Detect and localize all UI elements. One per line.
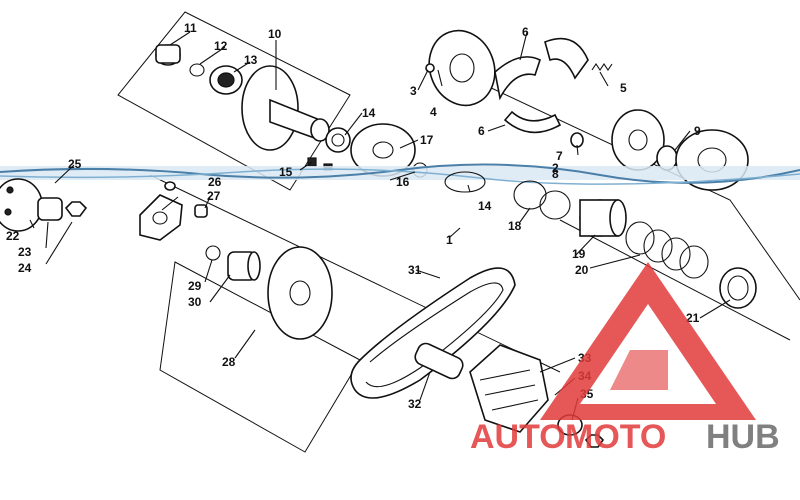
part-label-1: 1: [446, 233, 453, 247]
part-label-14a: 14: [362, 106, 376, 120]
part-label-12: 12: [214, 39, 228, 53]
watermark-auto: AUTO: [470, 418, 566, 456]
splash-band: [0, 163, 800, 185]
part-label-5: 5: [620, 81, 627, 95]
ring-and-spring-group: [444, 171, 757, 309]
part-label-24: 24: [18, 261, 32, 275]
washer-14-upper: [325, 127, 351, 153]
part-label-30: 30: [188, 295, 202, 309]
ring-12: [189, 63, 205, 77]
ring-29: [205, 245, 221, 261]
part-label-10: 10: [268, 27, 282, 41]
fan-assembly: [414, 342, 605, 448]
clutch-shaft-line: [559, 219, 791, 341]
shaft-32: [414, 342, 464, 380]
shoe-6-lower: [503, 110, 562, 134]
hub-7: [570, 132, 584, 148]
carrier-plate: [611, 109, 665, 171]
part-label-17: 17: [420, 133, 434, 147]
fixed-drive-face-group: [155, 44, 428, 178]
part-label-21: 21: [686, 311, 700, 325]
part-label-19: 19: [572, 247, 586, 261]
nut-24: [64, 201, 88, 217]
spider-25: [139, 194, 183, 241]
part-label-18: 18: [508, 219, 522, 233]
watermark-moto: MOTO: [565, 418, 666, 456]
nut-35: [584, 434, 605, 448]
collar-21: [719, 267, 757, 309]
part-label-4: 4: [430, 105, 437, 119]
triangle-logo-icon: [540, 262, 756, 420]
part-labels: 1 2 3 4 5 6 6 7 8 9 10 11 12 13 14 14 15…: [6, 21, 701, 411]
fixed-sheave-frame: [117, 11, 351, 191]
watermark-hub: HUB: [706, 418, 780, 456]
drive-belt-31: [350, 267, 516, 399]
part-label-8: 8: [552, 167, 559, 181]
part-label-20: 20: [575, 263, 589, 277]
part-label-14b: 14: [478, 199, 492, 213]
part-label-25: 25: [68, 157, 82, 171]
shoe-6-upper: [494, 56, 541, 101]
part-label-27: 27: [207, 189, 221, 203]
spring-5: [591, 63, 613, 71]
automotohub-watermark: AUTO MOTO HUB: [470, 262, 780, 456]
part-label-9: 9: [694, 124, 701, 138]
ring-14-lower: [444, 171, 486, 193]
part-label-2: 2: [552, 161, 559, 175]
movable-sheave: [267, 246, 333, 340]
part-label-15: 15: [279, 165, 293, 179]
movable-sheave-group: [205, 245, 333, 340]
part-label-29: 29: [188, 279, 202, 293]
part-label-22: 22: [6, 229, 20, 243]
shoe-6-right: [544, 37, 589, 80]
part-label-31: 31: [408, 263, 422, 277]
part-label-32: 32: [408, 397, 422, 411]
part-label-16: 16: [396, 175, 410, 189]
spring-20: [625, 221, 655, 255]
fan-33: [469, 344, 549, 433]
part-label-6a: 6: [522, 25, 529, 39]
part-label-28: 28: [222, 355, 236, 369]
part-label-6b: 6: [478, 124, 485, 138]
cover-plate-4: [428, 29, 496, 107]
part-label-23: 23: [18, 245, 32, 259]
part-label-11: 11: [184, 21, 197, 35]
spacer-23: [37, 197, 63, 221]
bushing-11-body: [155, 44, 181, 64]
part-label-7: 7: [556, 149, 563, 163]
part-label-26: 26: [208, 175, 222, 189]
bushing-27: [194, 204, 208, 218]
shaft-line-upper: [149, 174, 561, 373]
part-label-3: 3: [410, 84, 417, 98]
part-26: [164, 181, 176, 191]
cover-22: [0, 178, 43, 232]
left-small-parts: [0, 178, 208, 241]
leader-lines: [29, 31, 731, 421]
part-label-13: 13: [244, 53, 258, 67]
ring-18: [513, 180, 547, 210]
